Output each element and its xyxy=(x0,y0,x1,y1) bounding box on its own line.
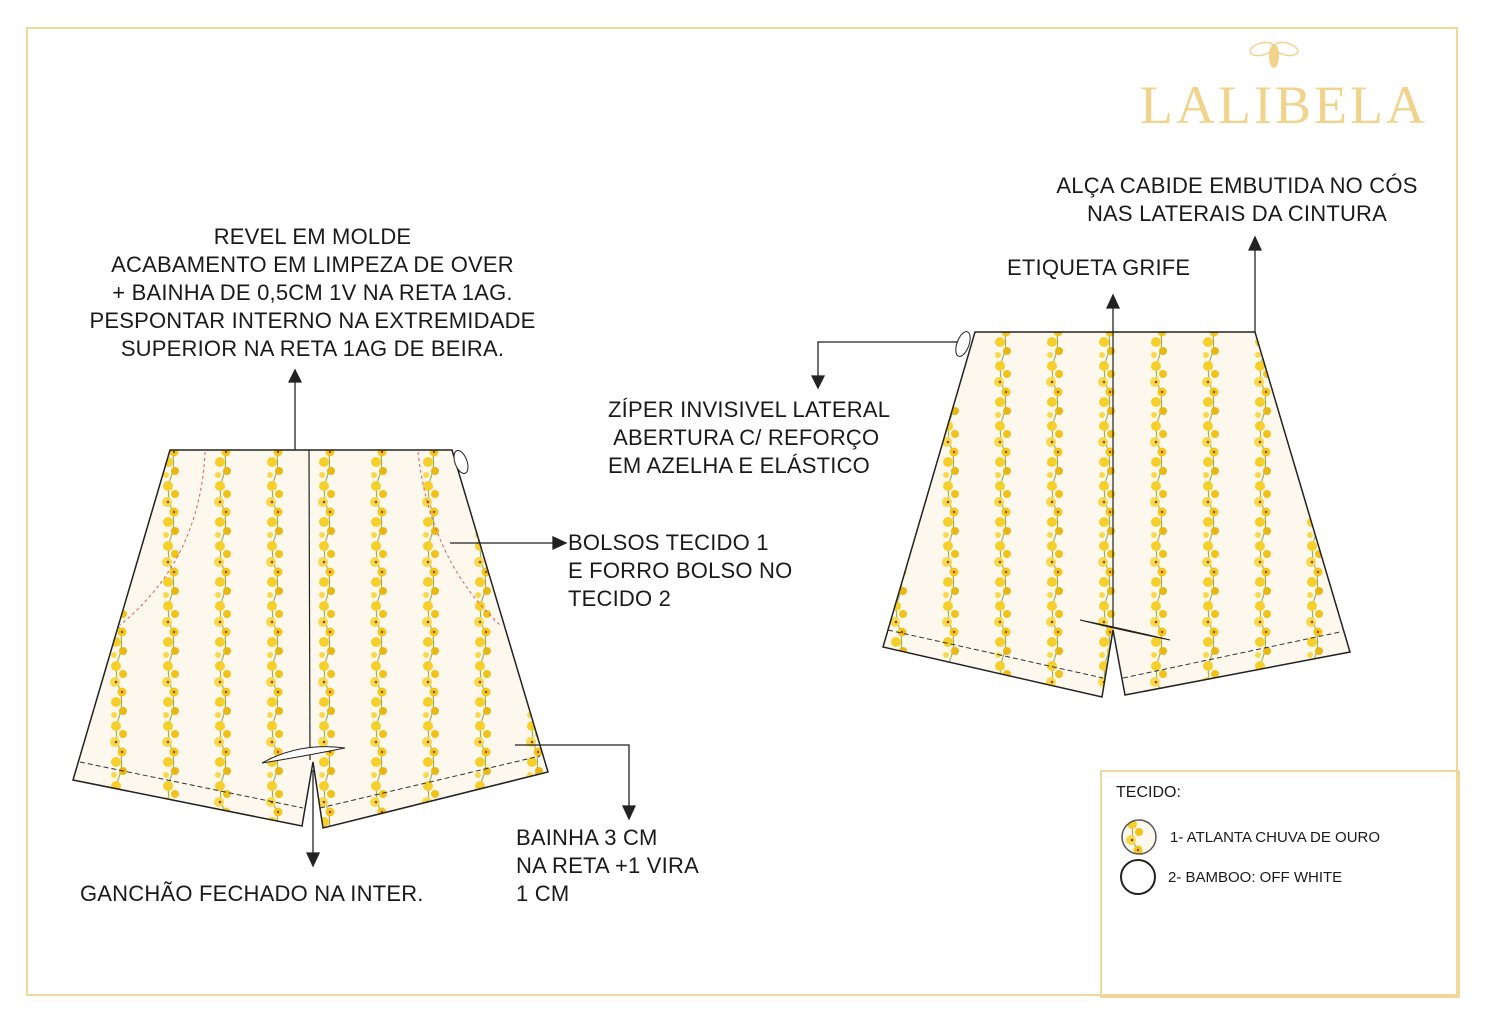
note-revel: REVEL EM MOLDE ACABAMENTO EM LIMPEZA DE … xyxy=(89,224,536,361)
note-ziper: ZÍPER INVISIVEL LATERAL ABERTURA C/ REFO… xyxy=(608,397,891,478)
callout-arrows xyxy=(287,235,1263,868)
note-ganchao: GANCHÃO FECHADO NA INTER. xyxy=(80,881,424,906)
legend-item-label: 2- BAMBOO: OFF WHITE xyxy=(1168,868,1343,886)
floral-swatch-icon xyxy=(1121,819,1157,855)
legend-item-label: 1- ATLANTA CHUVA DE OURO xyxy=(1170,828,1381,846)
back-shorts xyxy=(882,331,1351,698)
note-alca: ALÇA CABIDE EMBUTIDA NO CÓS NAS LATERAIS… xyxy=(1056,173,1418,226)
note-etiqueta: ETIQUETA GRIFE xyxy=(1007,255,1191,280)
front-shorts xyxy=(72,449,549,829)
bee-icon xyxy=(1249,41,1299,68)
note-bolsos: BOLSOS TECIDO 1 E FORRO BOLSO NO TECIDO … xyxy=(568,530,793,611)
legend-item-fabric-1: 1- ATLANTA CHUVA DE OURO xyxy=(1120,818,1380,856)
legend-item-fabric-2: 2- BAMBOO: OFF WHITE xyxy=(1120,859,1342,895)
fabric-legend: TECIDO: 1- ATLANTA CHUVA DE OURO 2- BAMB… xyxy=(1100,770,1460,998)
plain-swatch-icon xyxy=(1120,859,1156,895)
note-bainha: BAINHA 3 CM NA RETA +1 VIRA 1 CM xyxy=(516,825,699,906)
page-frame xyxy=(26,27,1458,996)
legend-title: TECIDO: xyxy=(1116,784,1181,801)
brand-name: LALIBELA xyxy=(1140,75,1428,135)
